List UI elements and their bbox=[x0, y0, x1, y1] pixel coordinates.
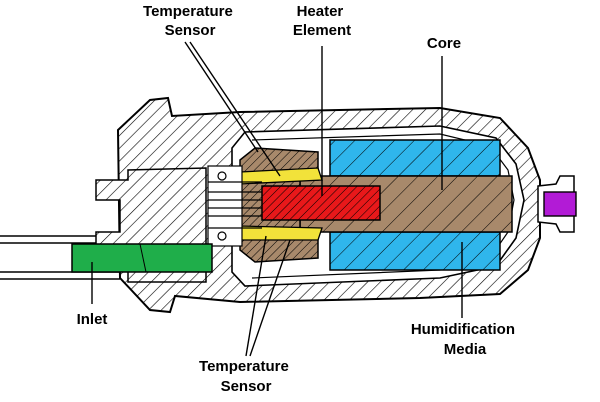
leader-lines bbox=[91, 41, 463, 357]
label-inlet: Inlet bbox=[77, 311, 108, 328]
label-heater-element: Heater Element bbox=[293, 3, 351, 39]
sensor-wiring bbox=[207, 165, 262, 247]
label-humidification-media: Humidification Media bbox=[411, 321, 519, 358]
label-temperature-sensor-bottom: Temperature Sensor bbox=[199, 358, 293, 395]
inlet-tube-seam bbox=[139, 243, 147, 273]
label-temperature-sensor-top: Temperature Sensor bbox=[143, 3, 237, 39]
media-top-hatch bbox=[330, 140, 500, 176]
label-core: Core bbox=[427, 35, 461, 52]
outlet-port bbox=[543, 191, 577, 217]
media-bottom-hatch bbox=[330, 232, 500, 270]
inlet-tube bbox=[71, 243, 213, 273]
heater-element-hatch bbox=[262, 186, 380, 220]
